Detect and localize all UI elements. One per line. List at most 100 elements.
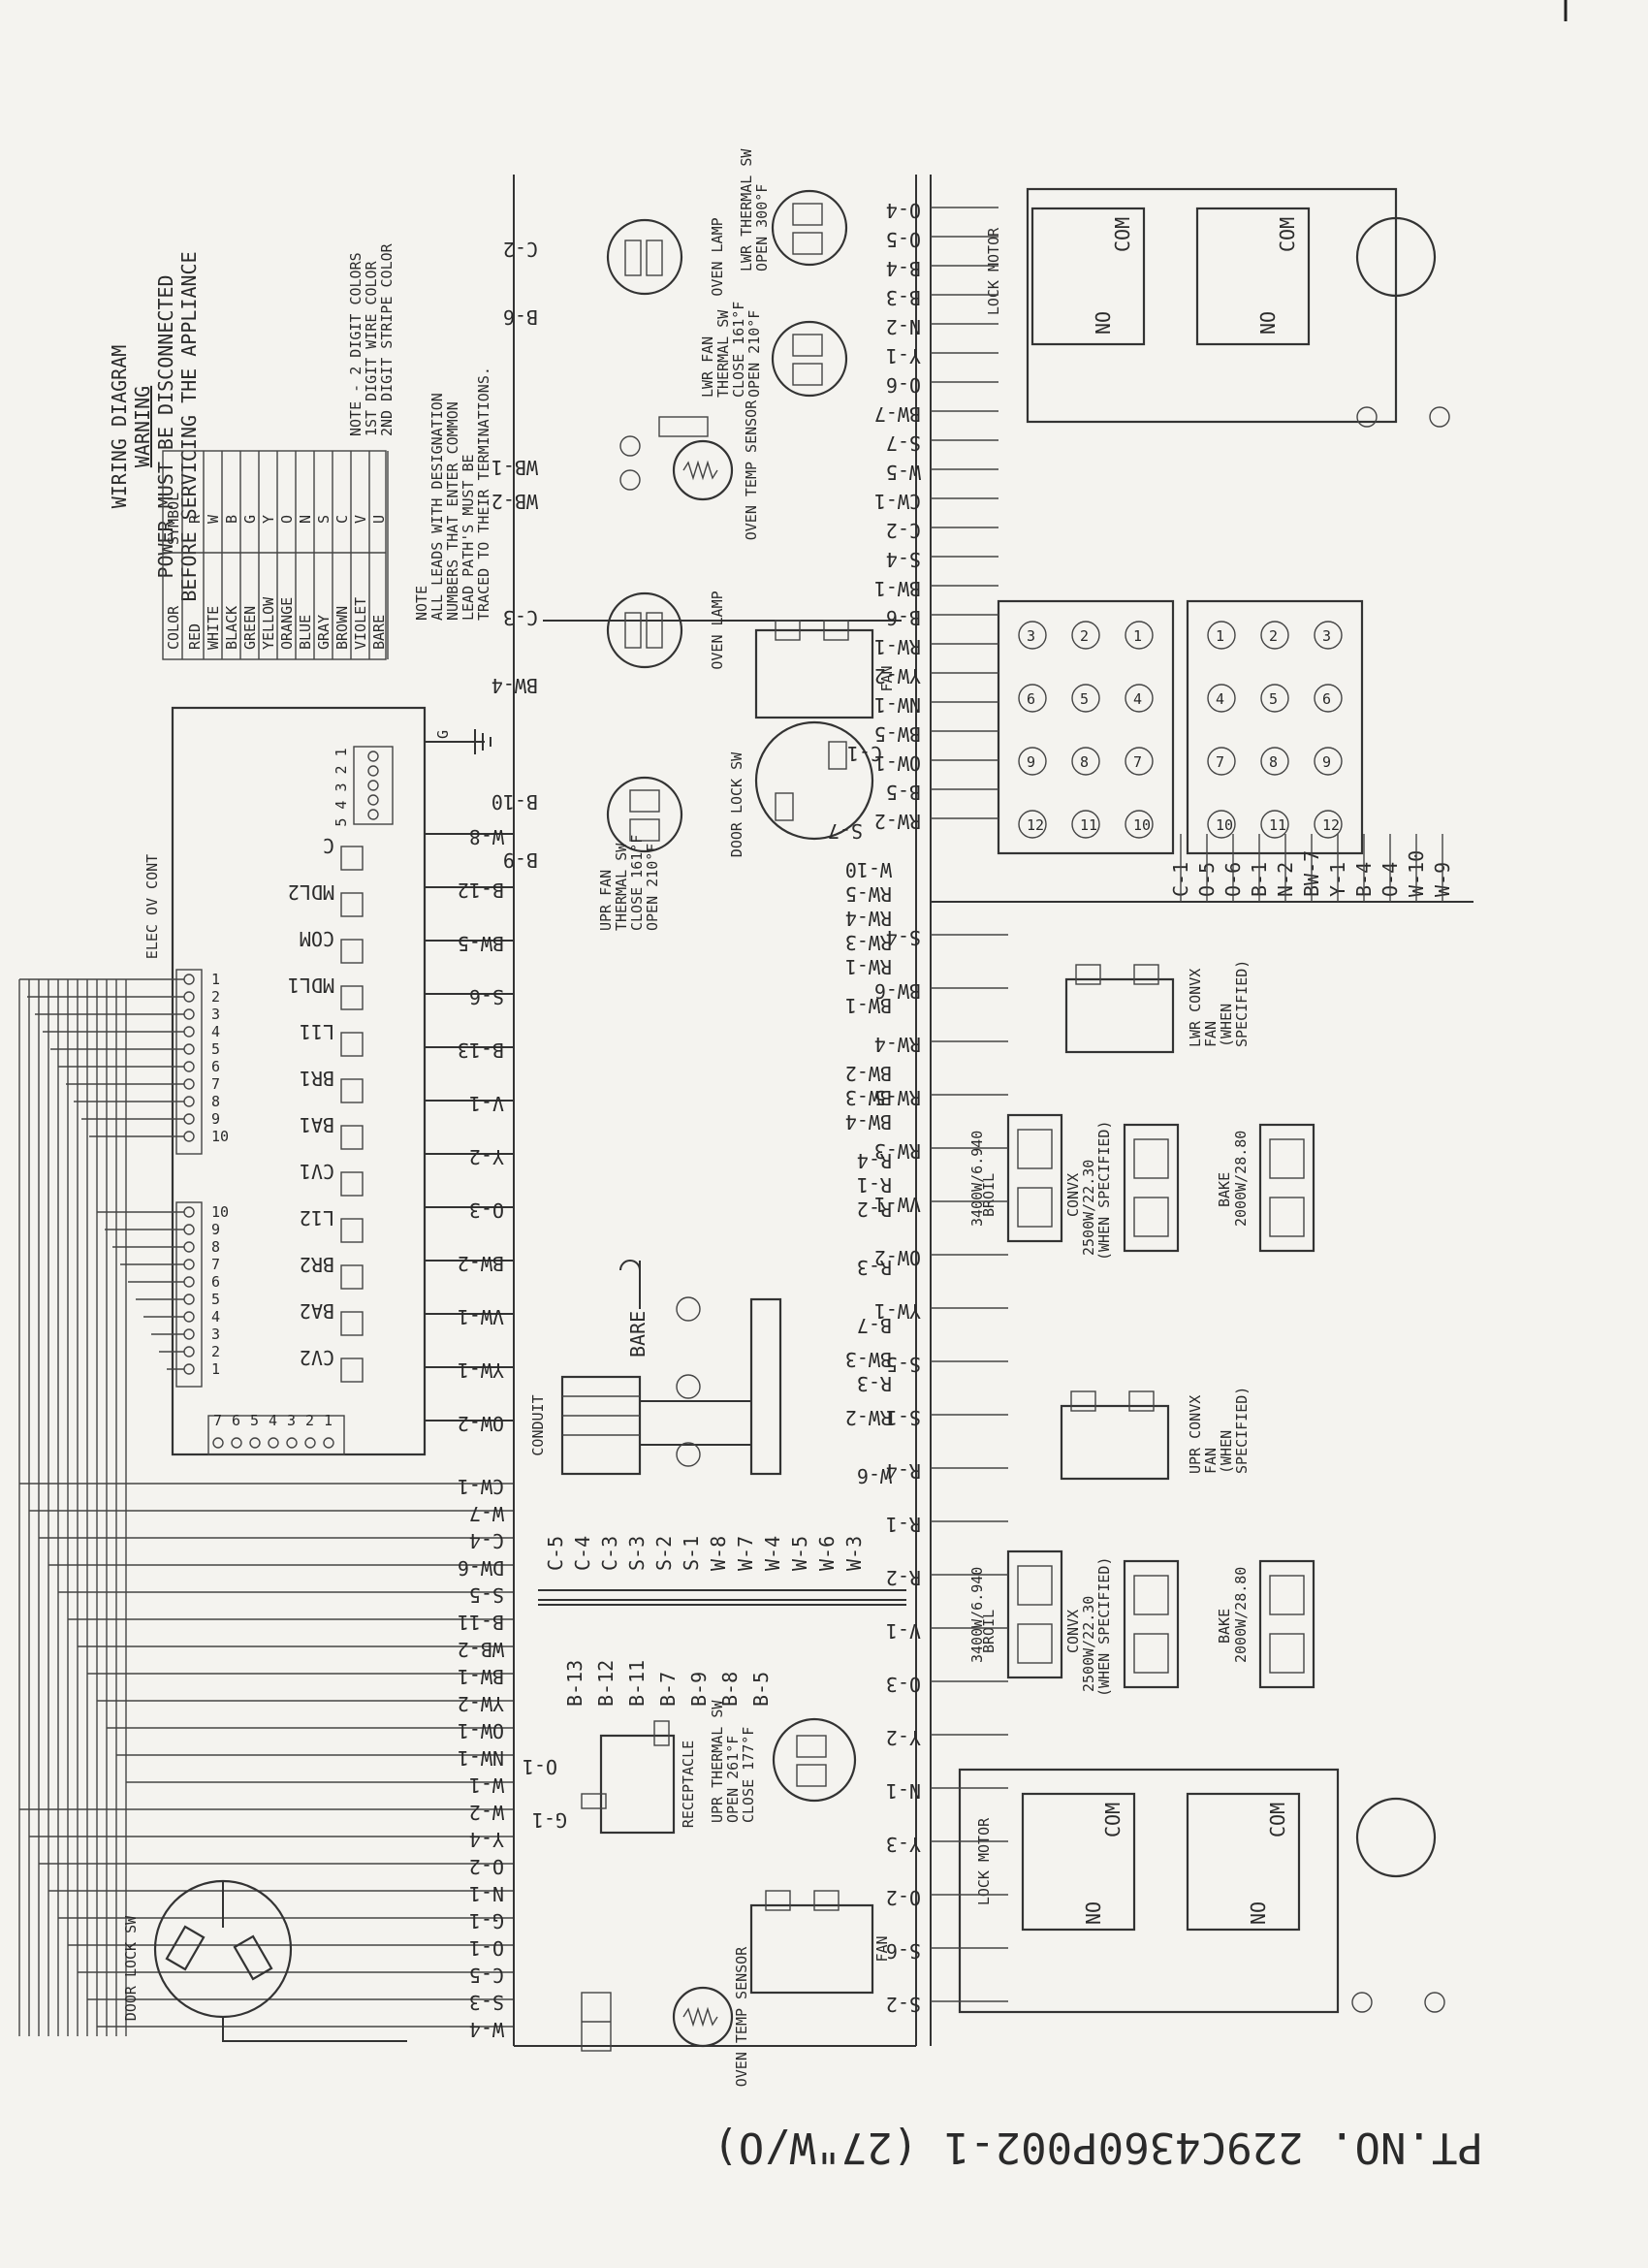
svg-text:NO: NO	[1256, 311, 1280, 335]
bus-wire-label: C-4	[469, 1529, 504, 1552]
svg-text:BROIL: BROIL	[980, 1610, 998, 1653]
right-wire-label: W-5	[886, 461, 921, 484]
wire-label: W-8	[469, 825, 504, 848]
bus-wire-label: G-1	[469, 1909, 504, 1933]
pin-number: 2	[305, 1412, 314, 1429]
svg-text:FAN: FAN	[1202, 1021, 1220, 1047]
svg-text:LWR FAN: LWR FAN	[699, 336, 716, 398]
right-bottom-wire-label: RW-5	[874, 1086, 921, 1109]
pin-number: 4	[269, 1412, 277, 1429]
right-wire-label: S-4	[886, 548, 921, 571]
fan-lower: FAN	[749, 1890, 891, 1995]
right-wire-label: C-2	[886, 519, 921, 542]
right-bottom-wire-label: VW-1	[874, 1193, 921, 1216]
svg-text:LEAD PATH'S MUST BE: LEAD PATH'S MUST BE	[460, 454, 477, 621]
center-wire-label: R-3	[857, 1256, 892, 1279]
bundle-label: C-4	[571, 1536, 594, 1571]
block-terminal	[1207, 747, 1236, 776]
pin-number: 6	[211, 1273, 220, 1291]
right-wire-label: BW-1	[874, 577, 921, 600]
center-wire-label: BW-4	[491, 674, 538, 697]
svg-text:NO: NO	[1082, 1901, 1105, 1925]
relay-label: MDL2	[288, 880, 334, 904]
wire-label: O-3	[469, 1198, 504, 1222]
svg-text:FAN: FAN	[878, 665, 896, 691]
block-terminal-num: 9	[1027, 753, 1035, 771]
pin-number: 7	[211, 1256, 220, 1273]
pin-number: 2	[211, 988, 220, 1006]
svg-text:COM: COM	[1276, 217, 1299, 252]
right-bottom-wire-label: RW-4	[874, 1033, 921, 1056]
color-name: BLACK	[223, 606, 240, 650]
wire-label: V-1	[469, 1092, 504, 1115]
svg-text:(WHEN SPECIFIED): (WHEN SPECIFIED)	[1095, 1121, 1113, 1262]
block-terminal-num: 8	[1269, 753, 1278, 771]
terminal-pin	[367, 780, 379, 791]
svg-text:OVEN LAMP: OVEN LAMP	[709, 591, 726, 669]
relay-terminal	[340, 1264, 364, 1290]
center-wire-label: R-1	[857, 1173, 892, 1197]
pin-number: 4	[211, 1308, 220, 1326]
terminal-pin	[367, 765, 379, 777]
block-terminal	[1125, 621, 1154, 650]
color-symbol: V	[352, 515, 369, 524]
block-terminal-num: 1	[1216, 627, 1224, 645]
block-terminal	[1207, 810, 1236, 839]
pin-number: 3	[211, 1006, 220, 1023]
svg-text:G-1: G-1	[532, 1808, 567, 1832]
block-terminal-num: 11	[1269, 816, 1286, 834]
center-wire-label: C-2	[503, 238, 538, 261]
bus-wire-label: B-11	[458, 1611, 504, 1634]
pin	[323, 1437, 334, 1449]
bus-wire-label: WB-2	[458, 1638, 504, 1661]
right-bottom-wire-label: S-5	[886, 1353, 921, 1376]
svg-text:C-1: C-1	[847, 742, 882, 765]
right-wire-label: Y-1	[886, 344, 921, 367]
symbol-header: SYMBOL	[165, 493, 182, 545]
relay-terminal	[340, 1358, 364, 1383]
right-wires: O-4O-5B-4B-3N-2Y-1O-6BW-7S-7W-5CW-1C-2S-…	[874, 199, 998, 833]
color-header: COLOR	[165, 605, 182, 650]
relay-label: BA1	[300, 1113, 334, 1136]
right-wire-label: BW-7	[874, 402, 921, 426]
block-terminal-num: 3	[1322, 627, 1331, 645]
svg-text:LWR CONVX: LWR CONVX	[1187, 969, 1204, 1047]
relay-terminal	[340, 939, 364, 964]
color-symbol: B	[223, 515, 240, 524]
relay-terminal	[340, 1125, 364, 1150]
title-line1: WIRING DIAGRAM	[108, 345, 131, 509]
right-bottom-wire-label: R-4	[886, 1459, 921, 1483]
center-wire-label: RW-2	[845, 1406, 892, 1429]
wire-label: OW-2	[458, 1412, 504, 1435]
center-wire-label: B-9	[503, 848, 538, 872]
svg-text:OVEN TEMP SENSOR: OVEN TEMP SENSOR	[733, 1946, 750, 2087]
pin-number: 9	[211, 1110, 220, 1128]
color-name: BARE	[370, 615, 388, 650]
svg-text:3400W/6.940: 3400W/6.940	[968, 1567, 986, 1663]
bundle-label: S-2	[652, 1536, 676, 1571]
relay-terminal	[340, 1032, 364, 1057]
elements-lower: BROIL 3400W/6.940 CONVX 2500W/22.30 (WHE…	[968, 1549, 1315, 1697]
center-wire-label: W-10	[845, 858, 892, 881]
oven-lamp-mid: OVEN LAMP	[606, 591, 726, 670]
door-lock-sw-left: DOOR LOCK SW	[122, 1879, 407, 2042]
bus-wire-label: CW-1	[458, 1475, 504, 1498]
block-terminal-num: 9	[1322, 753, 1331, 771]
block-terminal	[1207, 684, 1236, 713]
block-terminal-num: 11	[1080, 816, 1097, 834]
block-terminal	[1071, 684, 1100, 713]
title-line2: WARNING	[131, 386, 154, 467]
svg-text:LOCK MOTOR: LOCK MOTOR	[975, 1817, 993, 1905]
right-bottom-wires: S-4BW-6RW-4RW-5RW-3VW-1OW-2YW-1S-5S-1R-4…	[874, 926, 1008, 2016]
color-name: ORANGE	[278, 597, 296, 650]
svg-text:(WHEN: (WHEN	[1218, 1004, 1235, 1047]
color-name: GREEN	[241, 606, 259, 650]
relay-terminal	[340, 892, 364, 917]
center-wire-label: WB-2	[491, 490, 538, 513]
color-name: VIOLET	[352, 597, 369, 650]
